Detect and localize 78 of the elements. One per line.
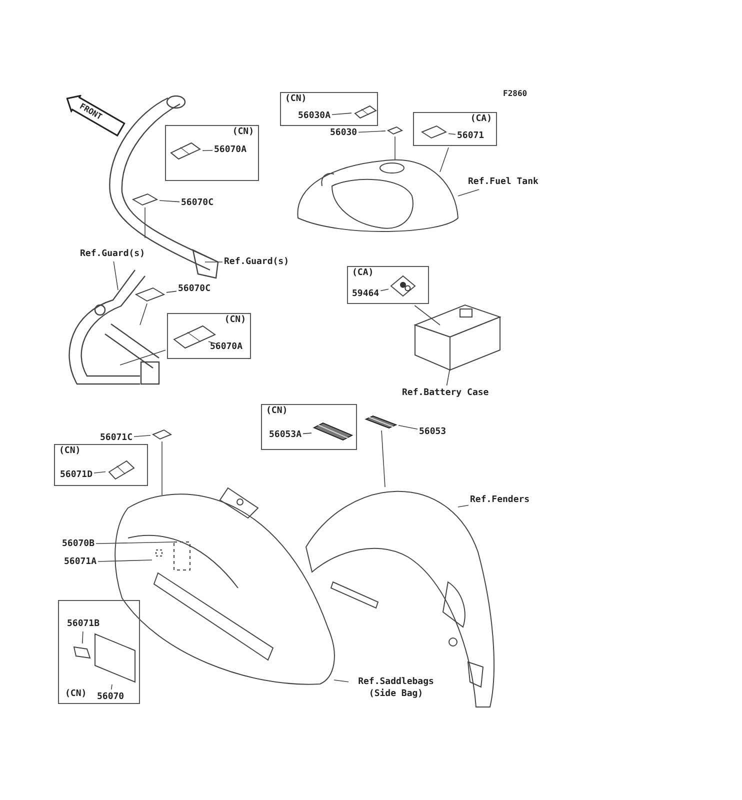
leader-line: [334, 680, 349, 682]
leader-line: [398, 425, 418, 430]
leader-line: [96, 542, 174, 544]
part-number: 56053A: [269, 429, 302, 441]
callout-frame: [167, 313, 251, 359]
region-code: (CN): [224, 316, 246, 325]
leader-line: [140, 303, 148, 326]
reference-label: Ref.Fenders: [470, 494, 530, 506]
leader-line: [94, 471, 106, 474]
decal-drawing: [107, 460, 135, 480]
reference-label: Ref.Battery Case: [402, 387, 489, 399]
leader-line: [380, 288, 389, 292]
leader-line: [98, 560, 152, 562]
part-number: 56070: [97, 691, 124, 703]
part-number: 56053: [419, 426, 446, 438]
region-code: (CN): [59, 447, 81, 456]
reference-label: Ref.Saddlebags (Side Bag): [350, 676, 442, 700]
part-number: 56070B: [62, 538, 95, 550]
decal-drawing: [365, 415, 397, 429]
part-number: 56070A: [214, 144, 247, 156]
reference-label: Ref.Guard(s): [224, 256, 290, 268]
leader-line: [332, 112, 352, 115]
part-number: 56030: [330, 127, 358, 139]
leader-line: [159, 200, 180, 202]
leader-line: [302, 432, 312, 434]
part-number: 56071C: [100, 432, 133, 444]
leader-line: [82, 631, 84, 644]
callout-frame: [280, 92, 378, 126]
leader-line: [144, 207, 146, 238]
figure-code: F2860: [503, 90, 528, 98]
decal-drawing: [135, 287, 165, 302]
decal-drawing: [421, 125, 447, 139]
leader-line: [358, 130, 386, 133]
part-number: 56070C: [181, 197, 214, 209]
decal-drawing: [390, 275, 416, 297]
leader-line: [166, 290, 177, 293]
leader-line: [111, 684, 112, 690]
part-number: 56070C: [178, 283, 211, 295]
region-code: (CN): [266, 407, 288, 416]
callout-frame: [165, 125, 259, 181]
decal-drawing: [387, 126, 403, 135]
decal-drawing: [169, 142, 201, 160]
callout-frame: [347, 266, 429, 304]
region-code: (CA): [352, 269, 374, 278]
part-number: 56071: [457, 130, 484, 142]
callout-frame: [261, 404, 357, 450]
region-code: (CN): [285, 95, 307, 104]
decal-outline: [94, 633, 136, 683]
leader-line: [381, 430, 386, 488]
part-number: 56030A: [298, 110, 331, 122]
part-number: 56071A: [64, 556, 97, 568]
decal-drawing: [313, 422, 353, 441]
callout-frame: [54, 444, 148, 486]
decal-drawing: [353, 105, 377, 119]
part-number: 59464: [352, 288, 380, 300]
reference-label: Ref.Fuel Tank: [468, 176, 538, 188]
reference-label: Ref.Guard(s): [80, 248, 146, 260]
decal-drawing: [152, 429, 172, 440]
part-number: 56070A: [210, 341, 243, 353]
part-number: 56071B: [67, 618, 100, 630]
leader-line: [414, 305, 440, 326]
leader-line: [458, 504, 469, 508]
leader-line: [134, 434, 151, 438]
leader-line: [202, 150, 213, 152]
region-code: (CA): [470, 115, 492, 124]
leader-line: [208, 341, 218, 345]
region-code: (CN): [65, 690, 87, 699]
leader-line: [448, 133, 456, 135]
leader-line: [458, 189, 480, 196]
leader-line: [394, 136, 396, 160]
leader-line: [113, 261, 118, 290]
leader-line: [440, 147, 449, 172]
callout-frame: [413, 112, 497, 146]
decal-outline: [73, 645, 91, 659]
region-code: (CN): [232, 128, 254, 137]
part-number: 56071D: [60, 469, 93, 481]
callout-frame: [58, 600, 140, 704]
leader-line: [446, 368, 450, 386]
